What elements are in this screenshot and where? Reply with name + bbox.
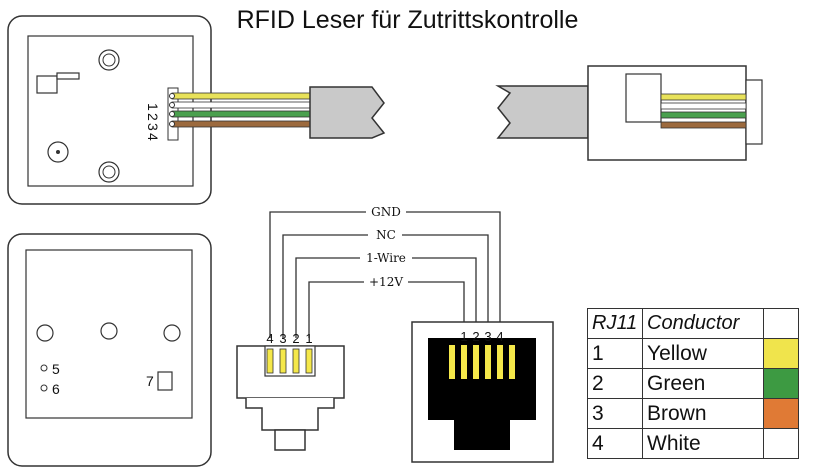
row-pin: 3	[587, 398, 643, 429]
reader-back-view	[7, 233, 212, 467]
reader-pin-terminal	[169, 111, 175, 117]
plug-contact	[279, 348, 287, 374]
cable-left	[309, 86, 386, 139]
plug-pin-2: 2	[292, 331, 299, 346]
reader-pin-terminal	[169, 121, 175, 127]
signal-nc: NC	[376, 228, 396, 242]
signal-12v: +12V	[369, 275, 403, 289]
socket-pin-1: 1	[460, 329, 467, 344]
diagram-title: RFID Leser für Zutrittskontrolle	[236, 6, 579, 34]
reader-pin-3: 3	[145, 123, 161, 131]
cable-right	[495, 85, 589, 139]
socket-contact	[509, 345, 515, 379]
reader-front-view	[7, 15, 212, 205]
header-rj11: RJ11	[587, 308, 643, 339]
reader-pin-2: 2	[145, 113, 161, 121]
row-conductor: White	[642, 428, 764, 459]
row-pin: 1	[587, 338, 643, 369]
row-conductor: Green	[642, 368, 764, 399]
socket-pin-2: 2	[472, 329, 479, 344]
socket-contact	[497, 345, 503, 379]
color-swatch-brown	[764, 399, 798, 428]
socket-contact	[449, 345, 455, 379]
plug-contact	[305, 348, 313, 374]
color-code-table: RJ11 Conductor 1 Yellow 2 Green 3 Brown …	[587, 308, 799, 459]
plug-contact	[292, 348, 300, 374]
plug-pin-1: 1	[305, 331, 312, 346]
socket-pin-3: 3	[484, 329, 491, 344]
row-conductor: Yellow	[642, 338, 764, 369]
signal-1-wire: 1-Wire	[366, 251, 406, 265]
table-header-row: RJ11 Conductor	[587, 308, 799, 339]
pin-6-label: 6	[52, 381, 60, 397]
table-row: 1 Yellow	[587, 338, 799, 369]
plug-pin-3: 3	[279, 331, 286, 346]
wire-green-in-plug	[660, 111, 747, 119]
socket-contacts	[449, 345, 515, 379]
reader-pin-terminal	[169, 102, 175, 108]
reader-pin-labels: 1 2 3 4	[145, 103, 161, 141]
socket-pin-4: 4	[496, 329, 503, 344]
wire-green	[171, 110, 311, 118]
color-swatch-yellow	[764, 339, 798, 368]
reader-pin-4: 4	[145, 133, 161, 141]
reader-pin-1: 1	[145, 103, 161, 111]
plug-pin-4: 4	[266, 331, 273, 346]
row-pin: 2	[587, 368, 643, 399]
header-swatch	[763, 308, 799, 339]
table-row: 4 White	[587, 428, 799, 459]
table-row: 2 Green	[587, 368, 799, 399]
plug-contacts	[266, 348, 313, 374]
signal-gnd: GND	[371, 205, 401, 219]
wire-white	[171, 101, 311, 109]
rj11-plug-front	[236, 345, 345, 451]
socket-contact	[461, 345, 467, 379]
plug-wires	[660, 93, 747, 129]
wire-white-in-plug	[660, 102, 747, 110]
wire-yellow-in-plug	[660, 93, 747, 101]
rj11-plug-side-view	[587, 65, 763, 161]
wire-brown	[171, 120, 311, 128]
socket-contact	[473, 345, 479, 379]
color-swatch-green	[764, 369, 798, 398]
wire-brown-in-plug	[660, 121, 747, 129]
wire-yellow	[171, 92, 311, 100]
pin-5-label: 5	[52, 361, 60, 377]
pin-7-label: 7	[146, 373, 154, 389]
color-swatch-white	[764, 429, 798, 458]
table-row: 3 Brown	[587, 398, 799, 429]
rj11-socket-front	[411, 321, 554, 463]
plug-contact	[266, 348, 274, 374]
socket-contact	[485, 345, 491, 379]
reader-pin-terminal	[169, 93, 175, 99]
row-conductor: Brown	[642, 398, 764, 429]
header-conductor: Conductor	[642, 308, 764, 339]
row-pin: 4	[587, 428, 643, 459]
